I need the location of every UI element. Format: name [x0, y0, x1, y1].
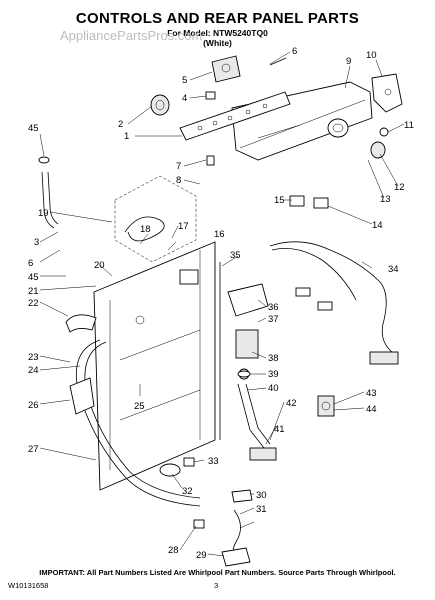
main-wire-harness: [269, 241, 399, 365]
footer-notice: IMPORTANT: All Part Numbers Listed Are W…: [39, 568, 396, 577]
leader-lines: [39, 51, 405, 557]
rear-bracket: [371, 73, 403, 113]
timer: [211, 55, 241, 83]
callout-45: 45: [28, 123, 39, 134]
callout-23: 23: [28, 352, 39, 363]
callout-40: 40: [268, 383, 279, 394]
callout-42: 42: [286, 398, 297, 409]
clamp-32: [159, 463, 181, 477]
callout-30: 30: [256, 490, 267, 501]
clip-30: [231, 489, 253, 503]
callout-36: 36: [268, 302, 279, 313]
callout-28: 28: [168, 545, 179, 556]
pump-29: [221, 547, 251, 567]
hose-45: [38, 156, 59, 229]
callout-12: 12: [394, 182, 405, 193]
callout-3: 3: [34, 237, 39, 248]
callout-24: 24: [28, 365, 39, 376]
callout-26: 26: [28, 400, 39, 411]
callout-43: 43: [366, 388, 377, 399]
color-line: (White): [203, 38, 232, 48]
cap-7: [206, 155, 215, 166]
callout-33: 33: [208, 456, 219, 467]
callout-2: 2: [118, 119, 123, 130]
clamp-28: [193, 519, 205, 529]
callout-25: 25: [134, 401, 145, 412]
callout-19: 19: [38, 208, 49, 219]
callout-6: 6: [292, 46, 297, 57]
callout-34: 34: [388, 264, 399, 275]
control-plate: [179, 91, 291, 141]
bracket-26: [69, 377, 95, 415]
callout-13: 13: [380, 194, 391, 205]
callout-9: 9: [346, 56, 351, 67]
callout-44: 44: [366, 404, 377, 415]
callout-35: 35: [230, 250, 241, 261]
screw-33: [183, 457, 195, 467]
callout-21: 21: [28, 286, 39, 297]
callout-45b: 45: [28, 272, 39, 283]
rear-panel: [93, 241, 216, 491]
callout-37: 37: [268, 314, 279, 325]
switch: [205, 91, 216, 100]
callout-5: 5: [182, 75, 187, 86]
callout-7: 7: [176, 161, 181, 172]
callout-6b: 6: [28, 258, 33, 269]
diagram-title: CONTROLS AND REAR PANEL PARTS: [75, 10, 360, 27]
document-code: W10131658: [8, 581, 49, 590]
drain-hose: [75, 339, 201, 507]
callout-22: 22: [28, 298, 39, 309]
water-valve: [317, 395, 335, 417]
callout-16: 16: [214, 229, 225, 240]
seal-39: [237, 370, 251, 378]
clamp-22: [65, 314, 97, 333]
pipe-assembly: [237, 383, 277, 461]
callout-14: 14: [372, 220, 383, 231]
callout-10: 10: [366, 50, 377, 61]
watermark: AppliancePartsPros.com: [60, 28, 203, 43]
callout-39: 39: [268, 369, 279, 380]
callout-18: 18: [140, 224, 151, 235]
console-panel: [231, 81, 373, 161]
timer-knob: [150, 94, 170, 116]
switch-15a: [289, 195, 305, 207]
screw-6: [269, 57, 287, 66]
pump-assembly: [227, 283, 269, 380]
callout-labels: 1 2 3 4 5 6 7 8 9 10 11 12 13 14 15 16 1…: [28, 46, 414, 561]
callout-17: 17: [178, 221, 189, 232]
callout-15: 15: [274, 195, 285, 206]
callout-1: 1: [124, 131, 129, 142]
callout-11: 11: [404, 120, 414, 131]
callout-41: 41: [274, 424, 285, 435]
model-line: For Model: NTW5240TQ0: [167, 28, 268, 38]
switch-15b: [313, 197, 329, 209]
callout-29: 29: [196, 550, 207, 561]
clip-11: [379, 127, 389, 137]
callout-27: 27: [28, 444, 39, 455]
callout-8: 8: [176, 175, 181, 186]
knob-12: [370, 141, 386, 159]
callout-38: 38: [268, 353, 279, 364]
callout-31: 31: [256, 504, 267, 515]
wire-harness-small: [114, 175, 197, 263]
callout-20: 20: [94, 260, 105, 271]
callout-32: 32: [182, 486, 193, 497]
page-number: 3: [214, 581, 219, 590]
callout-4: 4: [182, 93, 187, 104]
